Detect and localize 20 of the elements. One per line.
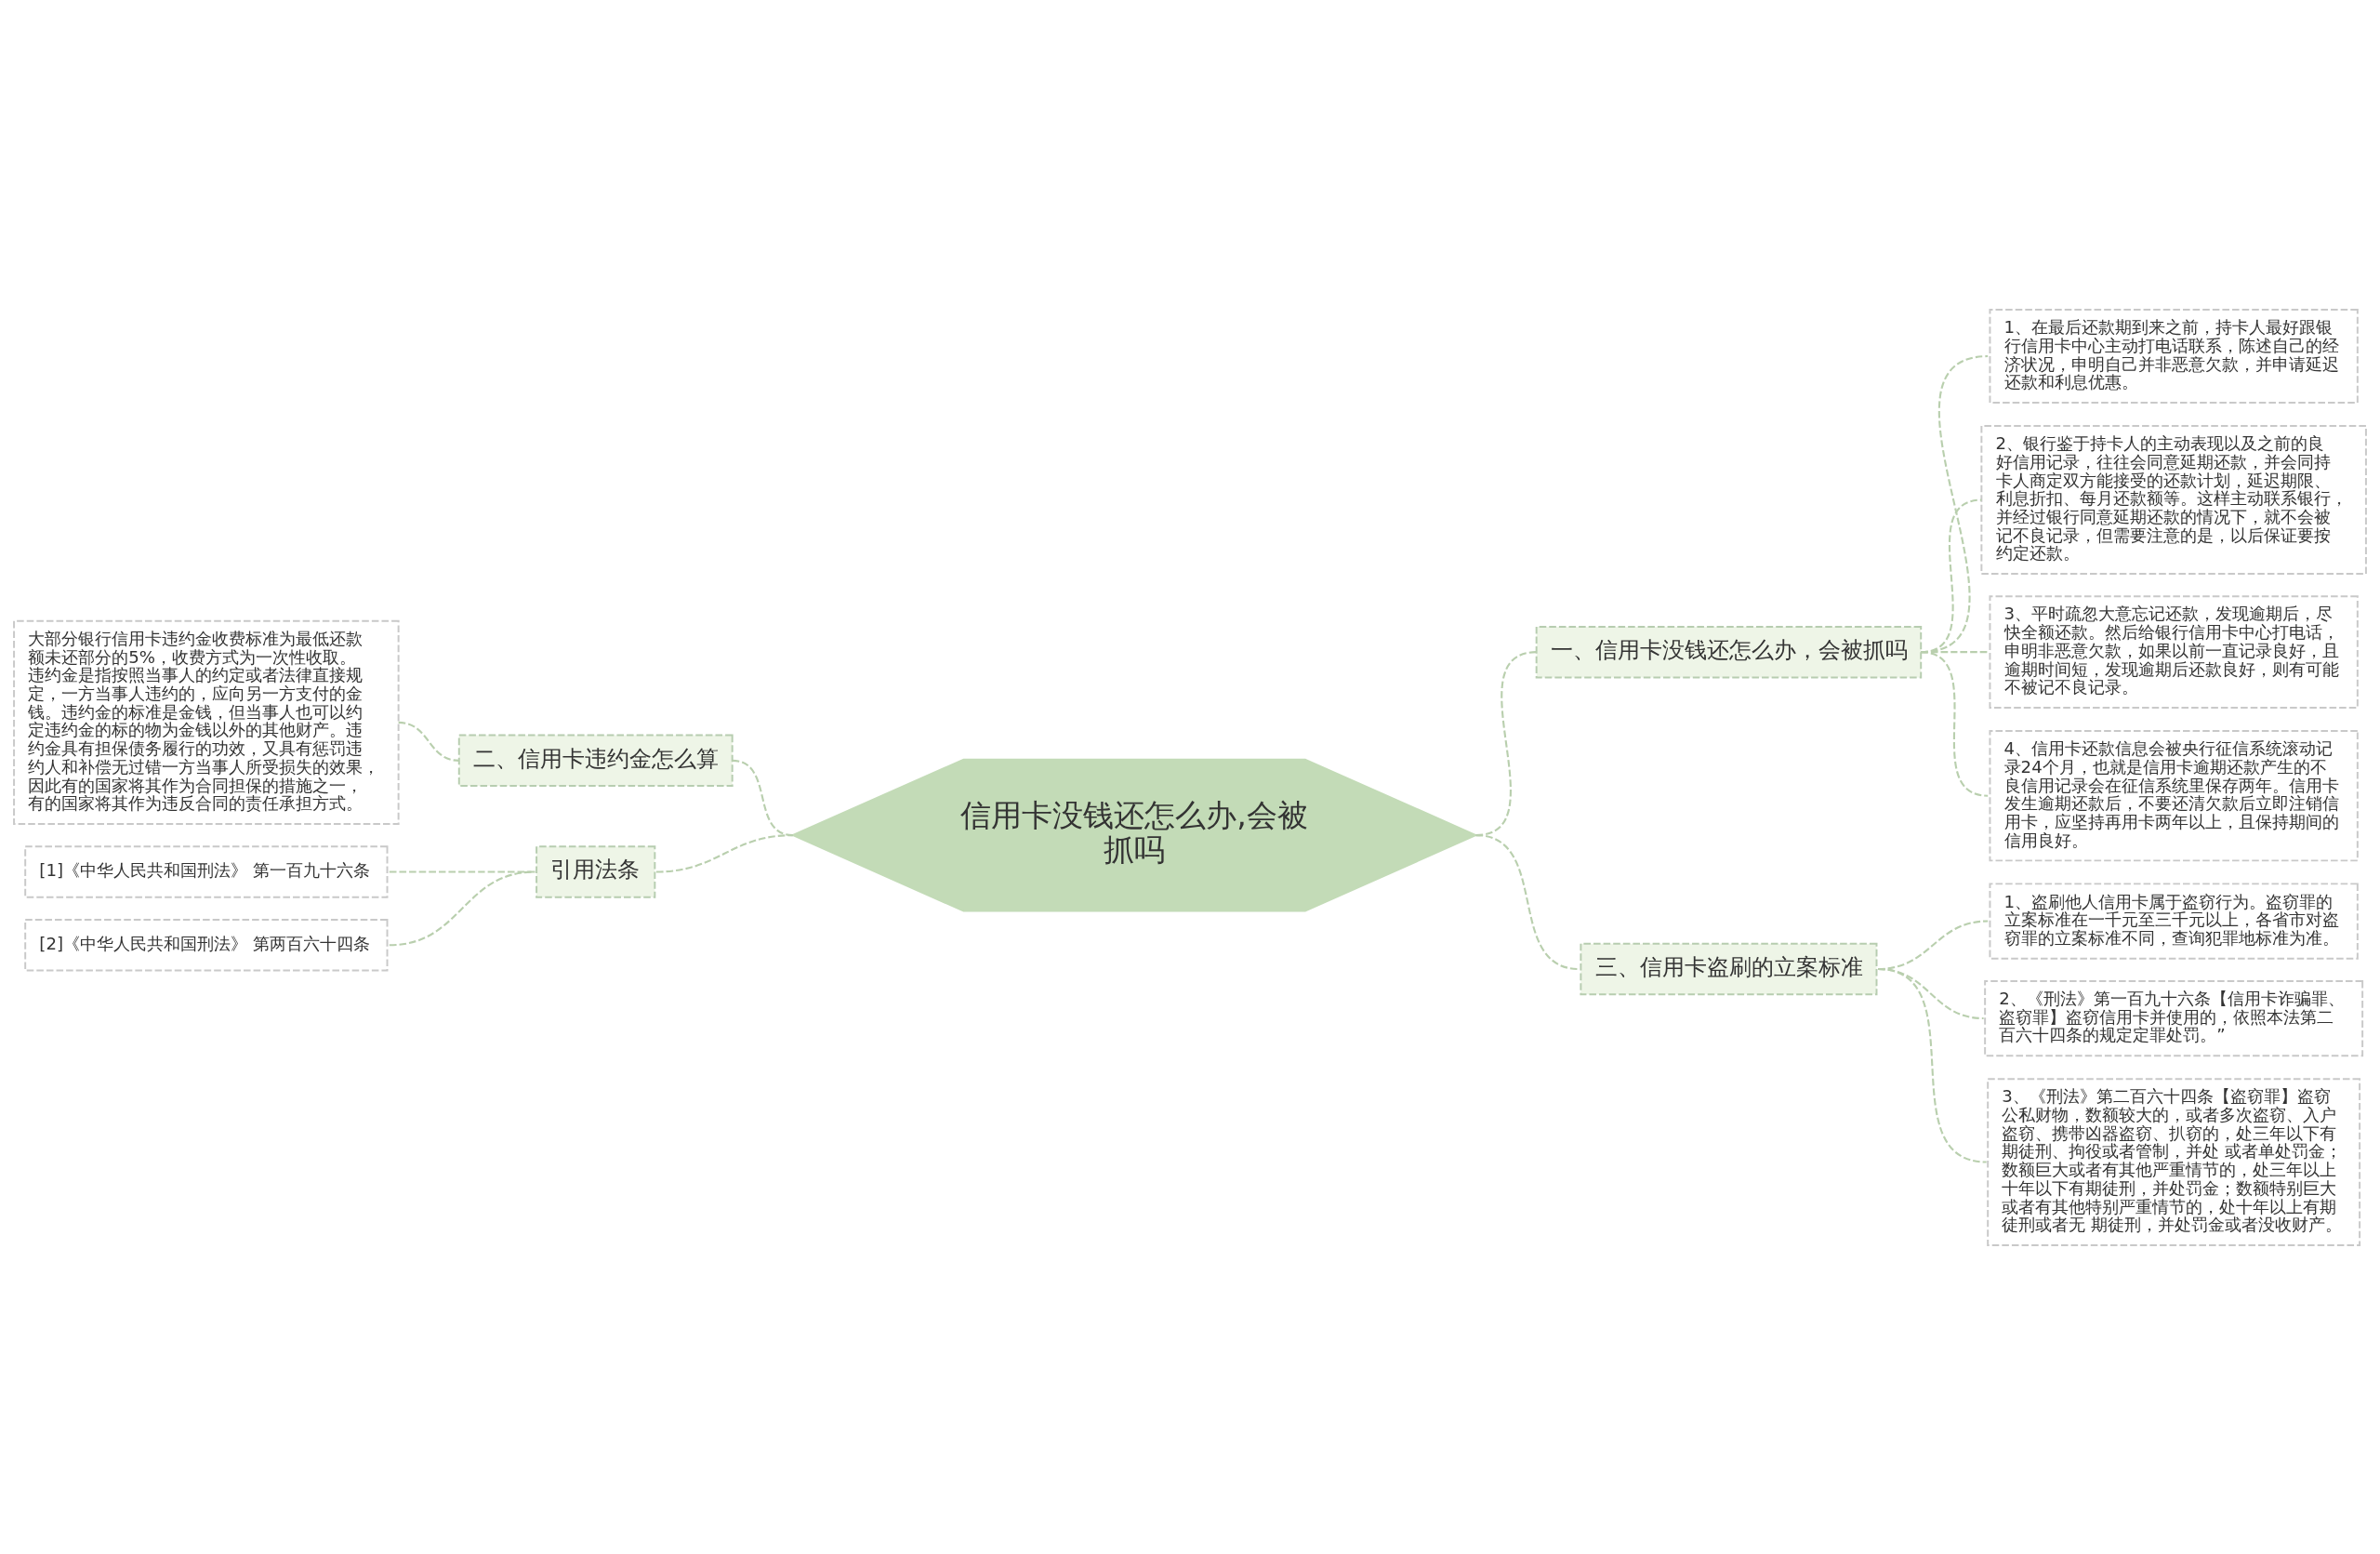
node-box: [1]《中华人民共和国刑法》 第一百九十六条 xyxy=(24,844,389,898)
node-box: 大部分银行信用卡违约金收费标准为最低还款额未还部分的5%，收费方式为一次性收取。违约金是指按照当事人的约定或者法律直接规定，一方当事人违约的，应向另一方支付的金钱。违约金的标准是金钱，但当事人也可以约定违约金的标的物为金钱以外的其他财产。违约金具有担保债务履行的功效，又具有惩罚违约人和补偿无过错一方当事人所受损失的效果，因此有的国家将其作为合同担保的措施之一，有的国家将其作为违反合同的责任承担方式。 xyxy=(13,619,400,825)
connector xyxy=(398,721,459,762)
node-box: 3、平时疏忽大意忘记还款，发现逾期后，尽快全额还款。然后给银行信用卡中心打电话，申明非恶意欠款，如果以前一直记录良好，且逾期时间短，发现逾期后还款良好，则有可能不被记不良记录。 xyxy=(1989,594,2359,709)
connector xyxy=(389,870,536,873)
node-box: 二、信用卡违约金怎么算 xyxy=(457,734,734,787)
connector xyxy=(1877,967,1987,1163)
node-box: 2、银行鉴于持卡人的主动表现以及之前的良好信用记录，往往会同意延期还款，并会同持卡人商定双方能接受的还款计划，延迟期限、利息折扣、每月还款额等。这样主动联系银行，并经过银行同意延期还款的情况下，就不会被记不良记录，但需要注意的是，以后保证要按约定还款。 xyxy=(1980,424,2367,575)
node-box: 1、盗刷他人信用卡属于盗窃行为。盗窃罪的立案标准在一千元至三千元以上，各省市对盗窃罪的立案标准不同，查询犯罪地标准为准。 xyxy=(1989,882,2359,960)
connector xyxy=(389,870,536,946)
node-box: 1、在最后还款期到来之前，持卡人最好跟银行信用卡中心主动打电话联系，陈述自己的经济状况，申明自己并非恶意欠款，并申请延迟还款和利息优惠。 xyxy=(1989,308,2359,404)
connector xyxy=(1921,650,1989,797)
node-box: 一、信用卡没钱还怎么办，会被抓吗 xyxy=(1535,625,1923,678)
connector xyxy=(655,833,793,873)
node-box: 4、信用卡还款信息会被央行征信系统滚动记录24个月，也就是信用卡逾期还款产生的不良信用记录会在征信系统里保存两年。信用卡发生逾期还款后，不要还清欠款后立即注销信用卡，应坚持再用卡两年以上，且保持期间的信用良好。 xyxy=(1989,729,2359,861)
node-box: 三、信用卡盗刷的立案标准 xyxy=(1580,942,1878,995)
node-box: 3、《刑法》第二百六十四条【盗窃罪】盗窃公私财物，数额较大的，或者多次盗窃、入户盗窃、携带凶器盗窃、扒窃的，处三年以下有期徒刑、拘役或者管制，并处 或者单处罚金；数额巨大或者有其他严重情节的，处三年以上十年以下有期徒刑，并处罚金；数额特别巨大或者有其他特别严重情节的，处十年以上有期徒刑或者无 期徒刑，并处罚金或者没收财产。 xyxy=(1987,1077,2361,1246)
node-box: 引用法条 xyxy=(536,844,656,898)
node-box: 2、《刑法》第一百九十六条【信用卡诈骗罪、盗窃罪】盗窃信用卡并使用的，依照本法第二百六十四条的规定定罪处罚。” xyxy=(1984,979,2364,1056)
node-box: [2]《中华人民共和国刑法》 第两百六十四条 xyxy=(24,918,389,972)
